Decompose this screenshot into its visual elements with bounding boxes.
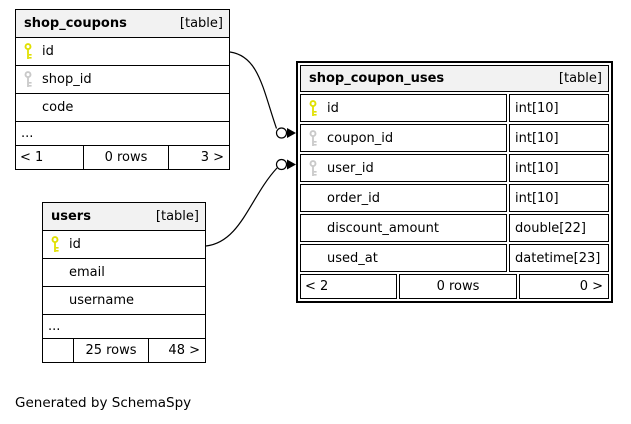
- table-title: shop_coupons: [24, 16, 127, 31]
- zero-many-circle-icon: [275, 158, 288, 171]
- hidden-columns-ellipsis: ...: [43, 315, 205, 339]
- relationship-shop-coupons-to-coupon-id: [229, 51, 296, 139]
- column-row-shop-id: shop_id: [16, 66, 229, 94]
- table-node-shop-coupon-uses[interactable]: shop_coupon_uses [table] id int[10]: [296, 61, 613, 303]
- table-footer: < 1 0 rows 3 >: [16, 146, 229, 169]
- row-count: 0 rows: [399, 274, 517, 299]
- foreign-key-icon: [308, 159, 318, 177]
- column-row-order-id: order_id int[10]: [300, 184, 609, 212]
- related-parents-count: < 1: [20, 150, 44, 165]
- column-row-id: id: [43, 231, 205, 259]
- column-row-coupon-id: coupon_id int[10]: [300, 124, 609, 152]
- column-row-user-id: user_id int[10]: [300, 154, 609, 182]
- relationship-users-to-user-id: [205, 158, 296, 247]
- table-type-badge: [table]: [155, 209, 199, 224]
- column-row-id: id int[10]: [300, 94, 609, 122]
- table-header: users [table]: [43, 203, 205, 231]
- table-footer: < 2 0 rows 0 >: [300, 274, 609, 299]
- column-row-discount-amount: discount_amount double[22]: [300, 214, 609, 242]
- column-type: datetime[23]: [509, 244, 609, 272]
- related-children-count: 48 >: [148, 339, 205, 362]
- column-row-code: code: [16, 94, 229, 122]
- column-name: id: [42, 44, 54, 59]
- table-type-badge: [table]: [179, 16, 223, 31]
- arrowhead-icon: [287, 128, 296, 138]
- index-key-icon: [23, 71, 33, 88]
- related-children-count: 0 >: [519, 274, 609, 299]
- column-name: shop_id: [42, 72, 92, 87]
- primary-key-icon: [308, 99, 318, 117]
- related-parents-count: [43, 339, 73, 362]
- column-type: int[10]: [509, 94, 609, 122]
- column-row-username: username: [43, 287, 205, 315]
- row-count: 0 rows: [83, 146, 168, 169]
- table-header: shop_coupon_uses [table]: [300, 65, 609, 92]
- zero-many-circle-icon: [275, 127, 288, 139]
- table-node-users[interactable]: users [table] id email username ...: [42, 202, 206, 363]
- table-footer: 25 rows 48 >: [43, 339, 205, 362]
- column-name: username: [69, 293, 134, 308]
- column-row-email: email: [43, 259, 205, 287]
- related-children-count: 3 >: [168, 146, 229, 169]
- column-type: double[22]: [509, 214, 609, 242]
- column-row-id: id: [16, 38, 229, 66]
- column-type: int[10]: [509, 124, 609, 152]
- column-name: discount_amount: [327, 220, 439, 236]
- column-name: code: [42, 100, 74, 115]
- table-node-shop-coupons[interactable]: shop_coupons [table] id: [15, 9, 230, 170]
- column-row-used-at: used_at datetime[23]: [300, 244, 609, 272]
- related-parents-count: < 2: [300, 274, 397, 299]
- table-header: shop_coupons [table]: [16, 10, 229, 38]
- column-name: coupon_id: [327, 130, 394, 146]
- column-name: order_id: [327, 190, 381, 206]
- column-name: used_at: [327, 250, 378, 266]
- generator-credit: Generated by SchemaSpy: [15, 395, 192, 411]
- column-name: email: [69, 265, 105, 280]
- table-title: shop_coupon_uses: [309, 71, 445, 86]
- hidden-columns-ellipsis: ...: [16, 122, 229, 146]
- column-type: int[10]: [509, 154, 609, 182]
- table-type-badge: [table]: [558, 71, 602, 86]
- row-count: 25 rows: [73, 339, 148, 362]
- primary-key-icon: [23, 43, 33, 60]
- arrowhead-icon: [287, 159, 296, 170]
- primary-key-icon: [50, 236, 60, 253]
- column-name: id: [327, 100, 339, 116]
- column-type: int[10]: [509, 184, 609, 212]
- foreign-key-icon: [308, 129, 318, 147]
- column-name: id: [69, 237, 81, 252]
- table-title: users: [51, 209, 91, 224]
- column-name: user_id: [327, 160, 374, 176]
